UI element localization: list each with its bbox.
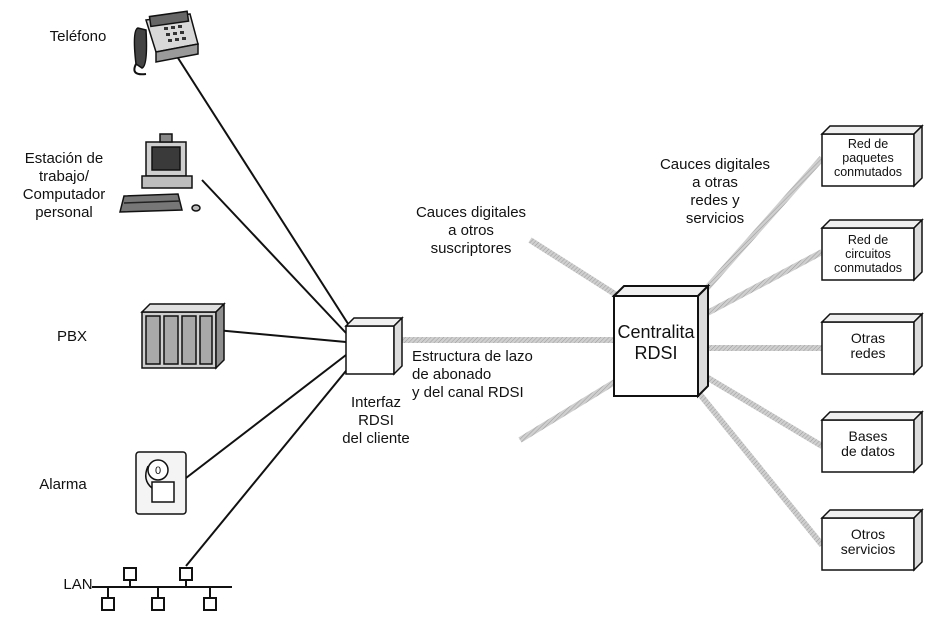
digital-channels (400, 156, 825, 547)
switch-box (611, 283, 711, 399)
service-boxes (820, 124, 924, 572)
svg-text:0: 0 (155, 465, 161, 477)
link-alarma (185, 354, 347, 479)
service-label-bases-datos: Bases de datos (841, 428, 895, 460)
channel-red-circuitos (696, 249, 824, 321)
channel-bases-datos (696, 369, 824, 449)
device-label-lan: LAN (63, 576, 93, 593)
link-telefono (177, 57, 353, 331)
channel-red-paquetes (695, 156, 825, 300)
interface-label: Interfaz RDSI del cliente (342, 394, 410, 447)
service-label-red-paquetes: Red de paquetes conmutados (833, 137, 903, 179)
channel-subscribers-lower (518, 377, 620, 443)
customer-interface-box (344, 316, 404, 376)
alarm-icon: 0 (135, 451, 187, 515)
service-label-otras-redes: Otras redes (850, 330, 886, 362)
otros-servicios-box (820, 508, 924, 572)
otras-redes-box (820, 312, 924, 376)
link-estacion (201, 179, 347, 334)
service-label-otros-servicios: Otros servicios (840, 526, 896, 558)
red-paquetes-box (820, 124, 924, 188)
bases-datos-box (820, 410, 924, 474)
link-pbx (215, 329, 347, 343)
device-links (177, 57, 353, 567)
note-subscribers: Cauces digitales a otros suscriptores (415, 204, 527, 257)
note-networks: Cauces digitales a otras redes y servici… (659, 156, 771, 227)
workstation-icon (119, 133, 201, 213)
link-lan (185, 365, 351, 567)
device-label-telefono: Teléfono (49, 28, 107, 45)
pbx-icon (140, 302, 226, 370)
lan-bus-icon (92, 567, 232, 611)
channel-subscribers-upper (528, 237, 620, 299)
red-circuitos-box (820, 218, 924, 282)
switch-label: Centralita RDSI (617, 322, 695, 363)
service-label-red-circuitos: Red de circuitos conmutados (833, 233, 903, 275)
device-label-pbx: PBX (56, 328, 87, 345)
device-label-estacion: Estación de trabajo/ Computador personal (22, 150, 106, 221)
loop-label: Estructura de lazo de abonado y del cana… (412, 348, 533, 401)
channel-otros-servicios (695, 390, 825, 547)
telephone-icon (133, 10, 199, 76)
device-label-alarma: Alarma (39, 476, 87, 493)
